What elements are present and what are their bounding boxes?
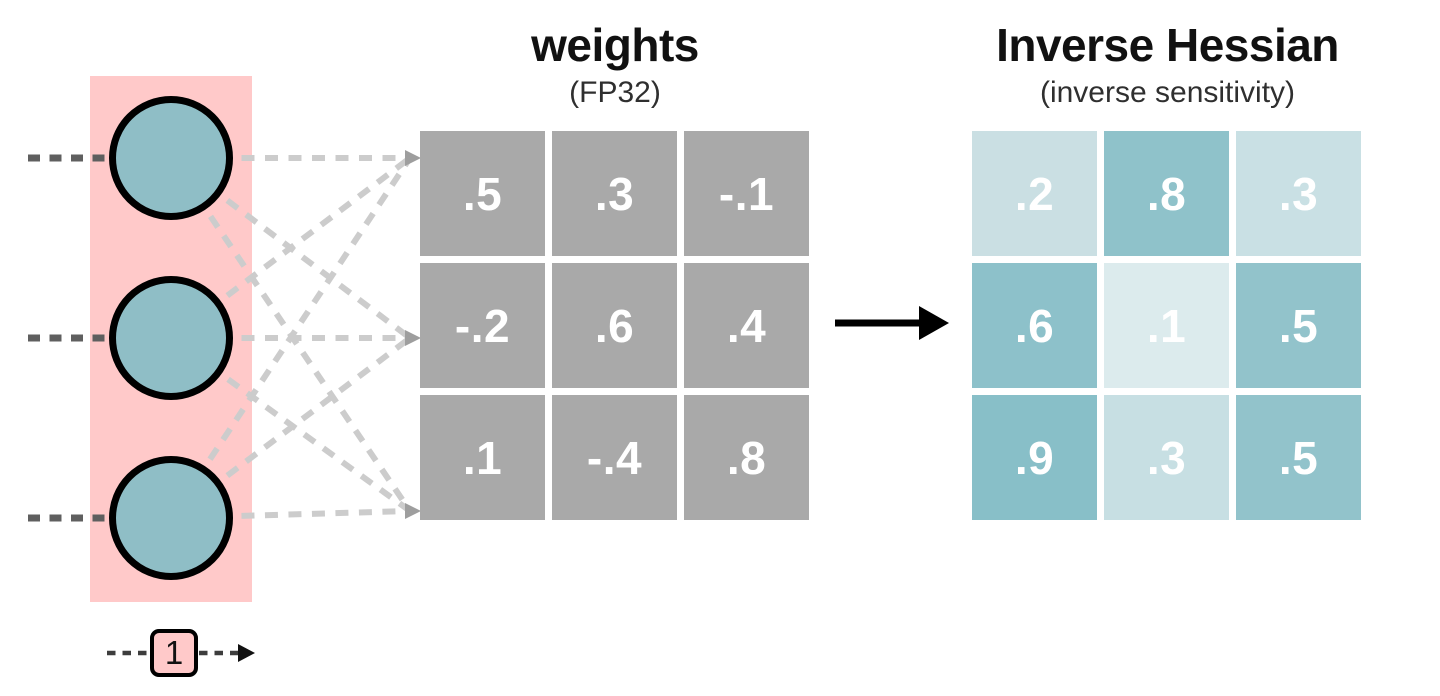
bias-arrowhead-icon — [238, 644, 255, 662]
hessian-cell-r1c1: .1 — [1104, 263, 1229, 388]
hessian-cell-r0c1: .8 — [1104, 131, 1229, 256]
weight-cell-r0c0: .5 — [420, 131, 545, 256]
hessian-title: Inverse Hessian — [996, 19, 1339, 71]
weight-cell-r2c2: .8 — [684, 395, 809, 520]
transform-arrow-head — [919, 306, 949, 340]
weight-cell-r1c1: .6 — [552, 263, 677, 388]
wire-arrowhead-icon-1 — [405, 150, 421, 166]
wire-n3-r1 — [168, 156, 413, 520]
wire-arrowhead-icon-2 — [405, 330, 421, 346]
hessian-cell-r0c2: .3 — [1236, 131, 1361, 256]
hessian-matrix: .2 .8 .3 .6 .1 .5 .9 .3 .5 — [972, 131, 1361, 520]
weight-cell-r0c2: -.1 — [684, 131, 809, 256]
input-neuron-2 — [109, 276, 233, 400]
wire-arrowhead-icon-3 — [405, 503, 421, 519]
hessian-cell-r2c1: .3 — [1104, 395, 1229, 520]
bias-value: 1 — [164, 634, 184, 671]
bias-box: 1 — [150, 629, 198, 677]
weight-cell-r1c2: .4 — [684, 263, 809, 388]
hessian-cell-r2c0: .9 — [972, 395, 1097, 520]
weights-title: weights — [531, 19, 699, 71]
hessian-cell-r1c2: .5 — [1236, 263, 1361, 388]
input-neuron-1 — [109, 96, 233, 220]
hessian-cell-r0c0: .2 — [972, 131, 1097, 256]
wire-n3-r3 — [170, 508, 411, 521]
weights-matrix: .5 .3 -.1 -.2 .6 .4 .1 -.4 .8 — [420, 131, 809, 520]
weight-cell-r2c1: -.4 — [552, 395, 677, 520]
weight-cell-r2c0: .1 — [420, 395, 545, 520]
weight-cell-r0c1: .3 — [552, 131, 677, 256]
transform-arrow-icon — [835, 306, 949, 340]
input-neuron-3 — [109, 456, 233, 580]
bias-wire — [107, 644, 255, 662]
weight-cell-r1c0: -.2 — [420, 263, 545, 388]
weights-subtitle: (FP32) — [569, 76, 661, 109]
input-arrows — [28, 154, 112, 522]
hessian-cell-r1c0: .6 — [972, 263, 1097, 388]
hessian-cell-r2c2: .5 — [1236, 395, 1361, 520]
hessian-subtitle: (inverse sensitivity) — [1039, 76, 1296, 109]
